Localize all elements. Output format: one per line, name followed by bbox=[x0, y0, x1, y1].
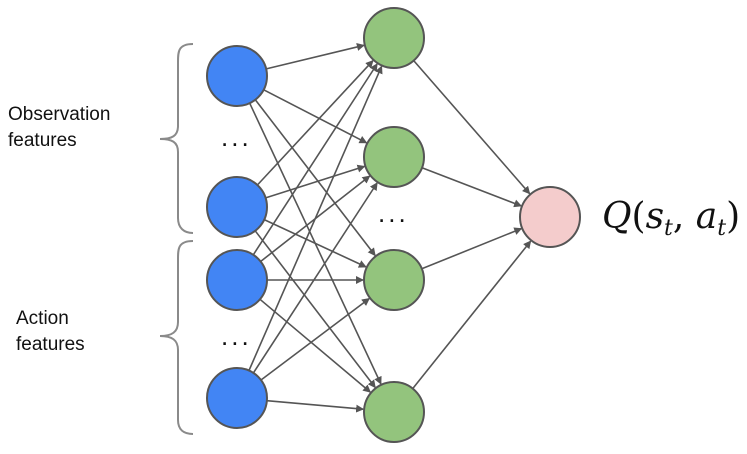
hidden-node-2 bbox=[363, 126, 425, 188]
q-symbol: Q bbox=[602, 196, 632, 237]
edge-hidden-3-to-output-1 bbox=[421, 227, 523, 270]
action-label-line2: features bbox=[16, 334, 85, 355]
input-node-1 bbox=[206, 45, 268, 107]
q-state-var: s bbox=[646, 196, 664, 237]
edge-hidden-4-to-output-1 bbox=[412, 240, 532, 390]
q-state-subscript: t bbox=[664, 216, 673, 241]
q-value-label: Q(st, at) bbox=[602, 196, 740, 241]
hidden-node-4 bbox=[363, 381, 425, 443]
edge-input-3-to-hidden-4 bbox=[259, 298, 372, 393]
edge-input-4-to-hidden-2 bbox=[252, 182, 378, 374]
q-separator: , bbox=[673, 196, 696, 237]
edge-hidden-2-to-output-1 bbox=[421, 167, 523, 208]
input-observation-ellipsis: ... bbox=[221, 122, 252, 152]
edge-input-4-to-hidden-4 bbox=[266, 399, 365, 413]
input-node-3 bbox=[206, 249, 268, 311]
input-node-4 bbox=[206, 367, 268, 429]
action-bracket bbox=[159, 240, 194, 435]
input-node-2 bbox=[206, 176, 268, 238]
hidden-node-3 bbox=[363, 249, 425, 311]
edge-input-2-to-hidden-1 bbox=[256, 59, 374, 186]
edge-hidden-1-to-output-1 bbox=[413, 60, 531, 195]
q-action-subscript: t bbox=[717, 216, 726, 241]
observation-label-line2: features bbox=[8, 130, 77, 151]
edge-input-2-to-hidden-3 bbox=[263, 218, 367, 268]
hidden-node-1 bbox=[363, 7, 425, 69]
edge-input-3-to-hidden-1 bbox=[252, 63, 378, 256]
edge-input-1-to-hidden-2 bbox=[263, 89, 368, 144]
q-close-paren: ) bbox=[726, 196, 740, 237]
node-group bbox=[206, 7, 581, 443]
edge-input-1-to-hidden-1 bbox=[266, 43, 365, 70]
q-action-var: a bbox=[696, 196, 717, 237]
input-action-ellipsis: ... bbox=[221, 321, 252, 351]
q-open-paren: ( bbox=[632, 196, 646, 237]
edge-input-2-to-hidden-4 bbox=[254, 230, 376, 389]
action-label-line1: Action bbox=[16, 308, 69, 329]
output-node-1 bbox=[519, 186, 581, 248]
hidden-ellipsis: ... bbox=[378, 198, 409, 228]
edge-input-1-to-hidden-3 bbox=[254, 99, 376, 257]
edge-input-4-to-hidden-1 bbox=[248, 65, 383, 371]
edge-input-4-to-hidden-3 bbox=[260, 297, 370, 381]
edge-group bbox=[248, 43, 532, 413]
edge-input-2-to-hidden-2 bbox=[265, 164, 366, 199]
observation-label-line1: Observation bbox=[8, 104, 110, 125]
observation-bracket bbox=[159, 43, 194, 234]
